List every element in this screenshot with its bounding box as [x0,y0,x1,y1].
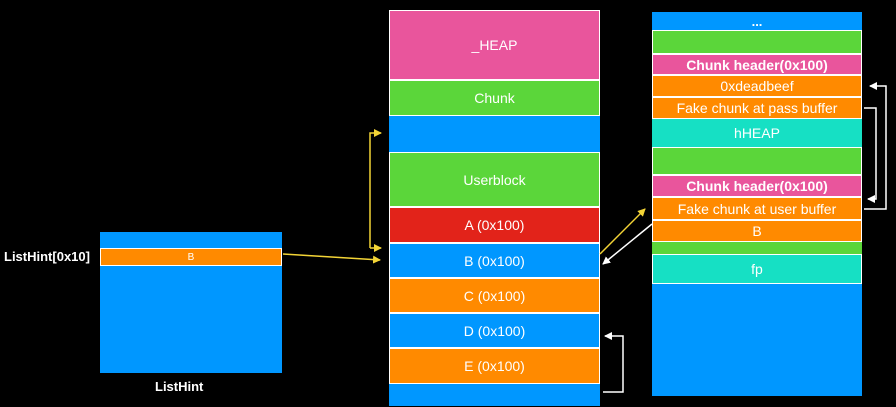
arrow-right-inner-bracket [864,107,877,203]
chunk-d-cell: D (0x100) [389,313,600,348]
arrow-right-outer-bracket [864,82,887,210]
listhint-row-label: ListHint[0x10] [4,249,90,264]
right-green-mid [652,147,862,175]
right-green-low [652,242,862,254]
chunk-cell: Chunk [389,80,600,116]
ellipsis-label: ... [751,13,763,29]
chunk-c-cell: C (0x100) [389,278,600,313]
deadbeef-cell: 0xdeadbeef [652,75,862,97]
chunk-header-2: Chunk header(0x100) [652,175,862,197]
listhint-caption: ListHint [155,379,204,394]
right-b-cell: B [652,220,862,242]
arrow-bracket-to-blue-slot [369,129,382,248]
arrow-e-d-bracket [603,332,624,393]
heap-header-cell: _HEAP [389,10,600,80]
chunk-b-cell: B (0x100) [389,243,600,278]
right-green-top [652,30,862,54]
arrow-fake-user-to-b [602,223,653,265]
arrow-b-to-fake-user [599,208,646,255]
chunk-header-1: Chunk header(0x100) [652,54,862,75]
fp-cell: fp [652,254,862,284]
userblock-cell: Userblock [389,152,600,207]
fake-chunk-pass-cell: Fake chunk at pass buffer [652,97,862,119]
listhint-entry-b: B [100,248,282,266]
fake-chunk-user-cell: Fake chunk at user buffer [652,197,862,220]
hheap-cell: hHEAP [652,119,862,147]
chunk-a-cell: A (0x100) [389,207,600,243]
arrow-listhint-to-b [282,253,381,264]
chunk-e-cell: E (0x100) [389,348,600,384]
